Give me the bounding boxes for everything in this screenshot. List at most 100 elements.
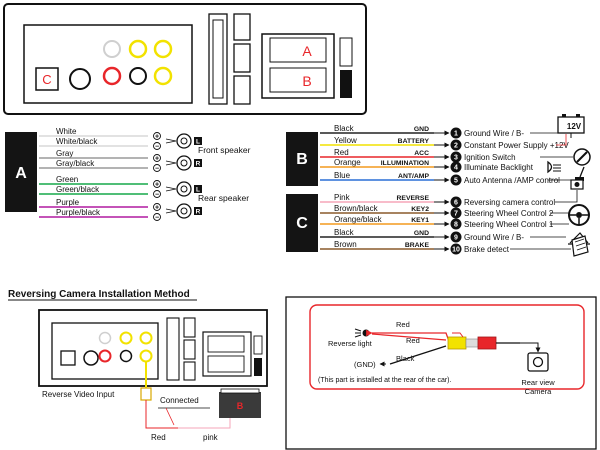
slot	[233, 43, 251, 73]
section-a-block	[5, 132, 37, 212]
polarity-mark	[153, 213, 161, 221]
battery-icon: 12V	[557, 114, 585, 134]
wire-label: Black	[334, 228, 355, 237]
wire-label: White/black	[56, 137, 98, 146]
rca-jack-white	[103, 40, 121, 58]
channel-badge	[194, 185, 202, 193]
pin-number: 8	[454, 222, 458, 229]
slot	[233, 75, 251, 105]
polarity-mark	[153, 190, 161, 198]
polarity-sign: −	[155, 166, 159, 173]
slot	[339, 37, 353, 67]
wire-label: Pink	[334, 193, 351, 202]
reversing-panel	[38, 309, 268, 387]
pin-number-badge	[450, 218, 462, 230]
slot	[233, 13, 251, 41]
polarity-sign: −	[155, 144, 159, 151]
steering-wheel-icon	[568, 204, 590, 226]
pin-number: 3	[454, 155, 458, 162]
polarity-sign: +	[155, 205, 159, 212]
rear-view-camera-label-1: Rear view	[521, 378, 555, 387]
rear-speaker-label: Rear speaker	[198, 193, 249, 203]
pin-number-badge	[450, 196, 462, 208]
slot	[253, 335, 263, 355]
pin-description: Ground Wire / B-	[464, 233, 524, 242]
wire-label: Red	[334, 148, 349, 157]
pin-description: Ignition Switch	[464, 153, 516, 162]
pin-number-badge	[450, 127, 462, 139]
section-a-label: A	[15, 165, 27, 182]
pin-number-badge	[450, 139, 462, 151]
rca-jack-black	[83, 350, 99, 366]
rca-jack-yellow	[139, 331, 153, 345]
wire-label: Brown	[334, 240, 357, 249]
rear-view-camera-label-2: Camera	[525, 387, 553, 396]
section-b-block	[286, 132, 318, 186]
antenna-icon	[575, 166, 585, 181]
red-wire-mid-label: Red	[406, 336, 420, 345]
slot	[183, 317, 196, 338]
black-wire-label: Black	[396, 354, 415, 363]
pin-code: GND	[414, 126, 429, 133]
channel-label: R	[196, 209, 201, 216]
pin-number: 10	[452, 247, 460, 254]
pin-number: 5	[454, 178, 458, 185]
pin-number: 1	[454, 131, 458, 138]
rca-plug-yellow	[447, 336, 467, 350]
rca-jack-black	[69, 68, 91, 90]
slot	[183, 339, 196, 360]
polarity-mark	[153, 164, 161, 172]
camera-install-box	[309, 304, 585, 390]
rca-jack-red	[98, 349, 112, 363]
red-wire-label: Red	[151, 433, 166, 442]
speaker-icon: R	[165, 155, 202, 171]
connector-block	[207, 335, 245, 353]
front-speaker-label: Front speaker	[198, 145, 251, 155]
polarity-mark	[153, 180, 161, 188]
pin-code: ANT/AMP	[398, 173, 429, 180]
slot	[208, 13, 228, 105]
red-wire-top-label: Red	[396, 320, 410, 329]
ignition-key-icon	[573, 148, 591, 166]
pin-description: Ground Wire / B-	[464, 129, 524, 138]
pin-description: Illuminate Backlight	[464, 163, 534, 172]
polarity-sign: +	[155, 134, 159, 141]
polarity-sign: +	[155, 156, 159, 163]
polarity-sign: +	[155, 182, 159, 189]
wire-a-4: Gray/black−	[39, 159, 161, 173]
rca-jack-yellow	[119, 331, 133, 345]
rca-plug-red	[477, 336, 497, 350]
connector-a-label: A	[302, 43, 312, 59]
connected-label: Connected	[160, 396, 199, 405]
rca-jack-black	[129, 67, 147, 85]
rca-jack-yellow	[153, 66, 173, 86]
rca-jack-yellow	[139, 349, 153, 363]
pink-wire-label: pink	[203, 433, 219, 442]
slot	[212, 19, 224, 99]
pin-code: ILLUMINATION	[381, 160, 429, 167]
connector-b-plug-label: B	[237, 401, 244, 411]
red-wire	[145, 400, 178, 429]
wire-label: Green/black	[56, 185, 100, 194]
section-c-label: C	[296, 215, 308, 232]
pin-number-badge	[450, 243, 462, 255]
pin-number: 4	[454, 165, 458, 172]
channel-label: L	[196, 139, 200, 146]
connector-b-label: B	[302, 73, 311, 89]
wire-a-1: White+	[39, 127, 161, 141]
slot	[166, 317, 180, 381]
polarity-mark	[153, 154, 161, 162]
gnd-label: (GND)	[354, 360, 376, 369]
pin-number-badge	[450, 151, 462, 163]
wire-label: Black	[334, 124, 355, 133]
wire-b-1: Black GND 1 Ground Wire / B-	[320, 124, 524, 139]
pin-code: REVERSE	[397, 195, 430, 202]
pin-description: Constant Power Supply +12V	[464, 141, 569, 150]
channel-label: L	[196, 187, 200, 194]
